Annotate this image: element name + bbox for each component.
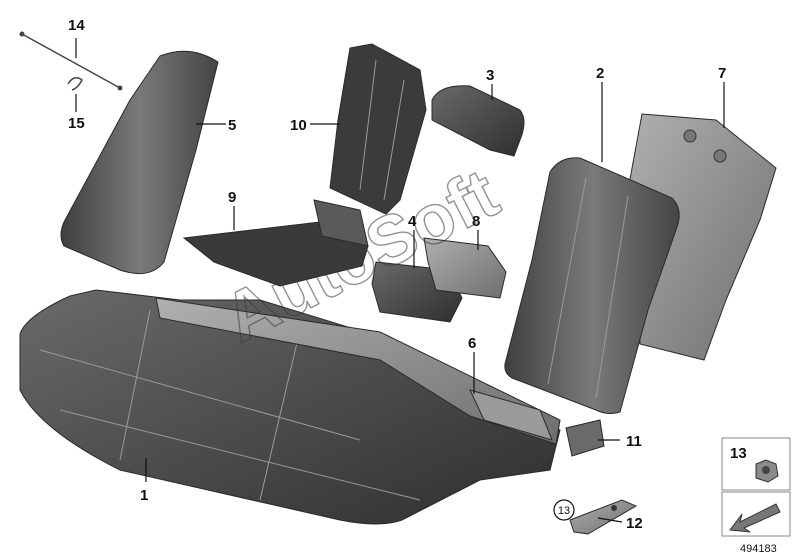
part-10-backrest-pad: [329, 43, 427, 215]
callout-5: 5: [228, 117, 236, 134]
part-3-headrest-pad: [431, 85, 525, 157]
callout-6: 6: [468, 335, 476, 352]
callout-2: 2: [596, 65, 604, 82]
callout-12: 12: [626, 515, 643, 532]
callout-7: 7: [718, 65, 726, 82]
svg-text:13: 13: [730, 445, 747, 462]
callout-10: 10: [290, 117, 307, 134]
part-8-bracket-cover: [423, 237, 507, 299]
callout-1: 1: [140, 487, 148, 504]
inset-part-13: 13: [721, 437, 791, 491]
part-6-seat-frame: [155, 297, 561, 445]
inset-arrow-symbol: [721, 491, 791, 537]
circled-ref-13: 13: [553, 499, 575, 521]
diagram-id: 494183: [740, 543, 777, 555]
part-15-clip: [67, 77, 83, 91]
part-1-seat-cushion: [19, 289, 561, 525]
part-2-backrest-cover: [504, 157, 680, 415]
arrow-icon: [729, 503, 781, 533]
callout-3: 3: [486, 67, 494, 84]
part-foam-block: [313, 199, 369, 247]
part-14-cable: [19, 31, 123, 91]
callout-4: 4: [408, 213, 417, 230]
callout-11: 11: [626, 433, 642, 450]
part-5-side-bolster: [60, 50, 219, 275]
callout-14: 14: [68, 17, 85, 34]
leader-lines: [75, 38, 725, 523]
part-11-clip: [565, 419, 605, 457]
callout-8: 8: [472, 213, 480, 230]
callout-9: 9: [228, 189, 236, 206]
svg-text:13: 13: [558, 505, 570, 517]
callout-15: 15: [68, 115, 85, 132]
hex-nut-icon: [755, 459, 779, 483]
part-6-bracket: [469, 389, 553, 441]
